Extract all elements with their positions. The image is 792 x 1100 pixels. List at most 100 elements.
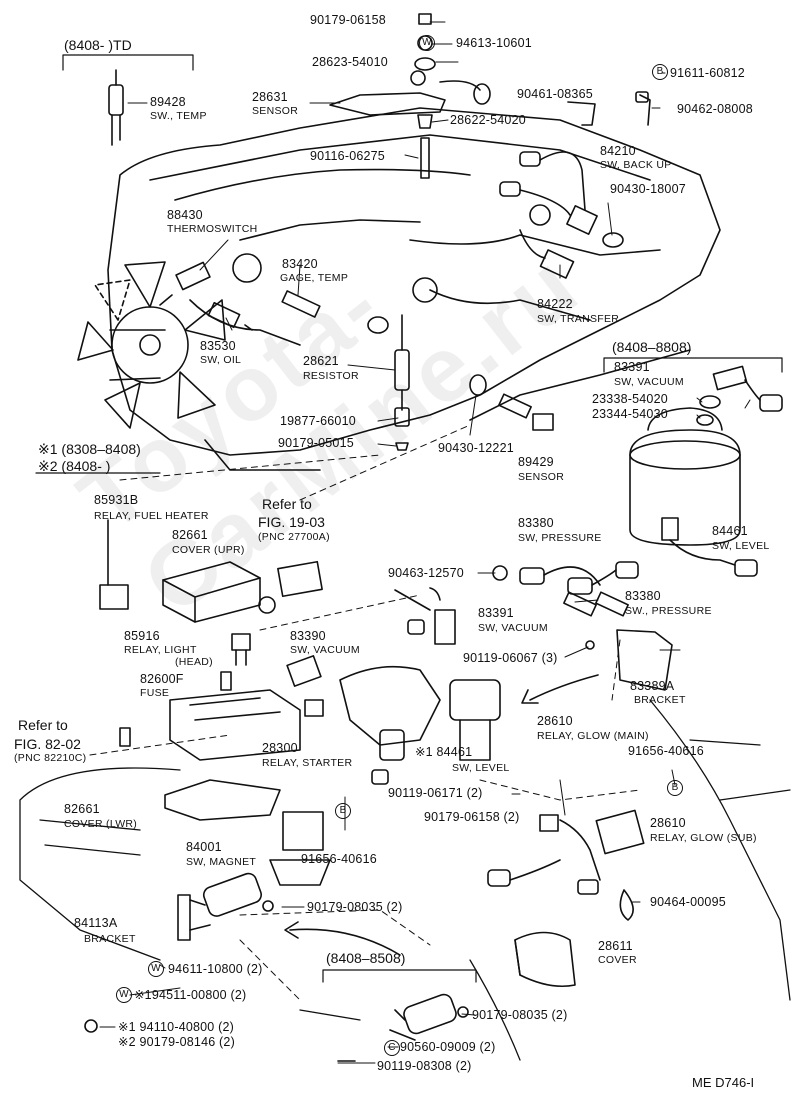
bolt-mark-icon: B [667,780,683,796]
part-number-label: 85931B [94,493,139,507]
part-description-label: BRACKET [84,933,136,945]
range-brackets [35,54,783,983]
part-number-label: 90462-08008 [677,102,753,116]
part-number-label: 90119-06171 (2) [388,786,483,800]
part-number-label: 90430-12221 [438,441,514,455]
part-description-label: RELAY, GLOW (SUB) [650,832,757,844]
part-number-label: 83380 [625,589,661,603]
part-number-label: 28623-54010 [312,55,388,69]
part-number-label: 90461-08365 [517,87,593,101]
top-components-drawing [108,13,651,179]
part-number-label: 82661 [172,528,208,542]
part-number-label: 82600F [140,672,184,686]
part-description-label: THERMOSWITCH [167,223,258,235]
part-number-label: 83391 [614,360,650,374]
part-number-label: 28631 [252,90,288,104]
part-description-label: BRACKET [634,694,686,706]
part-description-label: SW, TRANSFER [537,313,620,325]
part-number-label: 84210 [600,144,636,158]
part-number-label: 83380 [518,516,554,530]
bolt-mark-icon: B [335,803,351,819]
part-number-label: 88430 [167,208,203,222]
figure-reference-pnc: (PNC 82210C) [14,752,87,764]
part-number-label: 90463-12570 [388,566,464,580]
relay-cluster-drawing [99,519,501,886]
part-number-label: 90179-06158 (2) [424,810,520,824]
cooling-fan-drawing [77,261,226,429]
part-number-label: 91656-40616 [301,852,377,866]
range-label-8408-8808: (8408–8808) [612,339,692,355]
part-description-label: SW, VACUUM [290,644,360,656]
figure-code: ME D746-I [692,1075,755,1090]
part-number-label: ※1 84461 [415,745,473,759]
figure-reference-pnc: (PNC 27700A) [258,531,330,543]
part-description-label: RELAY, STARTER [262,757,353,769]
part-number-label: 84001 [186,840,222,854]
part-description-label: COVER (LWR) [64,818,138,830]
part-number-label: 94611-10800 (2) [168,962,263,976]
part-description-label: SW, BACK UP [600,159,672,171]
part-number-label: 82661 [64,802,100,816]
part-description-label: COVER (UPR) [172,544,245,556]
bolt-mark-icon: B [652,64,668,80]
part-description-label: SW, PRESSURE [518,532,602,544]
part-description-label: SENSOR [518,471,565,483]
part-description-label: SW, VACUUM [478,622,548,634]
group-dash-lines [89,424,641,1001]
legend-note-2: ※2 (8408- ) [38,458,111,474]
part-number-label: 90119-08308 (2) [377,1059,472,1073]
part-description-label: GAGE, TEMP [280,272,349,284]
part-description-label: SENSOR [252,105,299,117]
figure-reference: Refer to [18,717,68,733]
backup-switch-drawing [499,151,624,279]
thermoswitch-drawing [159,261,321,331]
part-description-label: SW, MAGNET [186,856,257,868]
washer-mark-icon: W [419,35,435,51]
part-number-label: 90560-09009 (2) [400,1040,496,1054]
part-description-label: FUSE [140,687,170,699]
figure-reference-number: FIG. 19-03 [258,514,325,530]
part-number-label: 90464-00095 [650,895,726,909]
part-number-label: 85916 [124,629,160,643]
range-label-8408-8508: (8408–8508) [326,950,406,966]
part-description-label: SW, LEVEL [452,762,510,774]
part-number-label: 23344-54030 [592,407,668,421]
part-number-label: ※194511-00800 (2) [134,988,247,1002]
part-description-label: (HEAD) [175,656,213,668]
part-number-label: 84461 [712,524,748,538]
part-number-label: 28611 [598,939,633,953]
part-number-label: 90179-08035 (2) [472,1008,568,1022]
resistor-drawing [367,314,554,451]
range-label-td: (8408- )TD [64,37,132,53]
part-number-label: 90430-18007 [610,182,686,196]
legend-note-1: ※1 (8308–8408) [38,441,141,457]
part-number-label: 90179-06158 [310,13,386,27]
washer-mark-icon: W [148,961,164,977]
part-number-label: 83391 [478,606,514,620]
part-number-label: 90179-05015 [278,436,354,450]
part-number-label: ※2 90179-08146 (2) [118,1035,235,1049]
arrows [284,589,599,956]
part-number-label: 84222 [537,297,573,311]
part-number-label: 83389A [630,679,675,693]
part-description-label: RELAY, GLOW (MAIN) [537,730,649,742]
fuel-filter-drawing [629,365,783,577]
part-description-label: RESISTOR [303,370,359,382]
engine-block-drawing [107,107,721,471]
part-number-label: 28622-54020 [450,113,526,127]
part-description-label: SW., PRESSURE [625,605,712,617]
pressure-switch-drawing [492,561,673,691]
part-number-label: 28610 [537,714,573,728]
part-number-label: 91656-40616 [628,744,704,758]
part-description-label: SW, OIL [200,354,242,366]
part-number-label: 84113A [74,916,118,930]
clip-mark-icon: C [384,1040,400,1056]
figure-reference-number: FIG. 82-02 [14,736,81,752]
figure-reference: Refer to [262,496,312,512]
part-number-label: 90119-06067 (3) [463,651,558,665]
part-number-label: 83390 [290,629,326,643]
part-description-label: COVER [598,954,637,966]
part-description-label: SW, LEVEL [712,540,770,552]
